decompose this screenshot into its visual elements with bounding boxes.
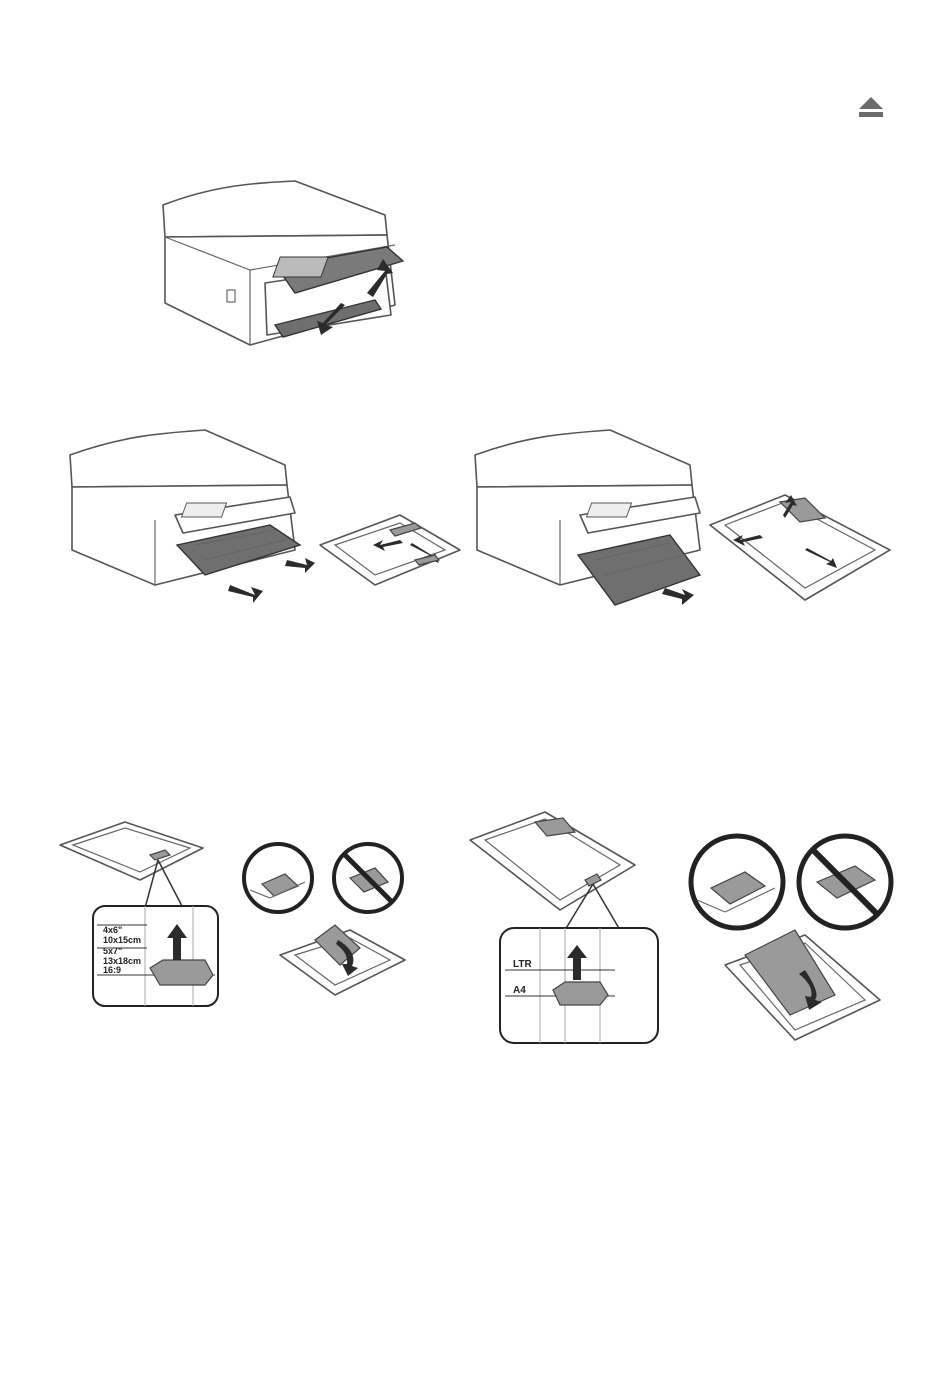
photo-tray-loading-illustration bbox=[240, 840, 420, 1005]
size-label-ltr: LTR bbox=[513, 959, 532, 970]
printer-illustration-main-tray-out bbox=[470, 425, 730, 615]
main-tray-loading-illustration bbox=[685, 830, 895, 1050]
size-label-16-9: 16:9 bbox=[103, 965, 121, 975]
size-label-10x15cm: 10x15cm bbox=[103, 935, 141, 945]
eject-icon bbox=[858, 96, 884, 120]
size-label-5x7: 5x7" bbox=[103, 946, 122, 956]
main-tray-guides-illustration bbox=[705, 490, 895, 605]
size-label-a4: A4 bbox=[513, 985, 526, 996]
photo-tray-guide-callout: 4x6" 10x15cm 5x7" 13x18cm 16:9 bbox=[55, 820, 230, 1010]
size-label-4x6: 4x6" bbox=[103, 925, 122, 935]
printer-illustration-photo-tray-out bbox=[65, 425, 325, 610]
main-tray-guide-callout: LTR A4 bbox=[465, 810, 665, 1050]
printer-illustration-open-panel bbox=[155, 175, 415, 350]
photo-tray-guides-illustration bbox=[315, 505, 465, 590]
